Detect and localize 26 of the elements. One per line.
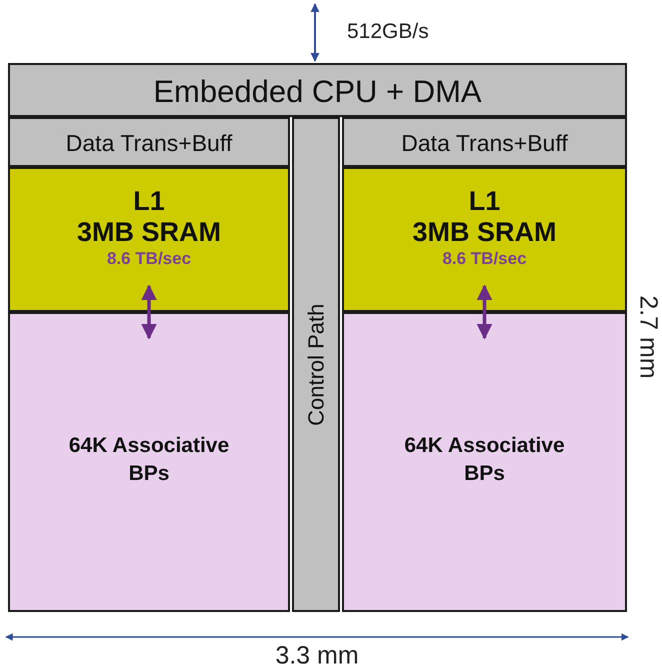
sram-block xyxy=(342,167,627,312)
associative-processor-block xyxy=(342,312,627,612)
data-buffer-block xyxy=(342,117,627,167)
block-label: Embedded CPU + DMA xyxy=(153,73,482,111)
block-label: 64K Associative BPs xyxy=(68,433,230,488)
block-label: 3MB SRAM xyxy=(412,216,556,248)
associative-processor-block xyxy=(8,312,290,612)
block-label: 64K Associative BPs xyxy=(403,433,566,488)
cpu-dma-block xyxy=(8,63,627,117)
double-arrow xyxy=(141,284,157,340)
block-label: 3MB SRAM xyxy=(76,216,221,248)
block-label: Data Trans+Buff xyxy=(401,129,568,158)
block-label: Control Path xyxy=(302,303,330,426)
block-label: L1 xyxy=(468,187,500,217)
dimension-label: 3.3 mm xyxy=(275,642,359,670)
double-arrow xyxy=(476,284,492,340)
double-arrow xyxy=(310,3,320,62)
block-label: L1 xyxy=(133,187,165,217)
bandwidth-label: 8.6 TB/sec xyxy=(106,248,192,269)
edge-label: 512GB/s xyxy=(347,20,429,44)
dimension-label: 2.7 mm xyxy=(634,295,662,379)
bandwidth-label: 8.6 TB/sec xyxy=(442,248,527,269)
data-buffer-block xyxy=(8,117,290,167)
control-path-bar xyxy=(292,117,340,612)
block-label: Data Trans+Buff xyxy=(66,129,232,158)
sram-block xyxy=(8,167,290,312)
